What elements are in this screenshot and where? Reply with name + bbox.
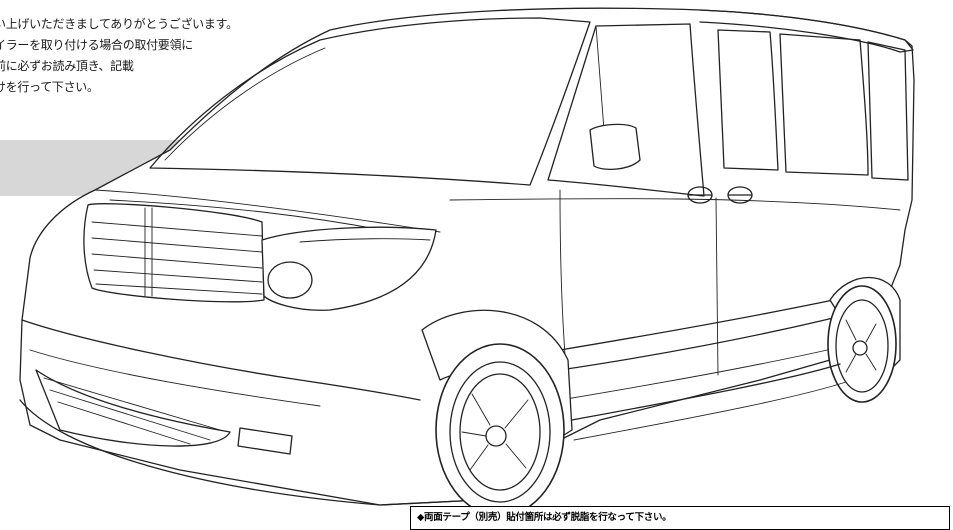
intro-line-1: い上げいただきましてありがとうございます。: [0, 17, 238, 31]
intro-line-4: けを行って下さい。: [0, 80, 99, 94]
intro-line-2: イラーを取り付ける場合の取付要領に: [0, 38, 193, 52]
intro-line-3: 前に必ずお読み頂き、記載: [0, 59, 134, 73]
degrease-notice: ◆両面テープ（別売）貼付箇所は必ず脱脂を行なって下さい。: [410, 506, 950, 530]
intro-text: い上げいただきましてありがとうございます。 イラーを取り付ける場合の取付要領に …: [0, 14, 334, 98]
